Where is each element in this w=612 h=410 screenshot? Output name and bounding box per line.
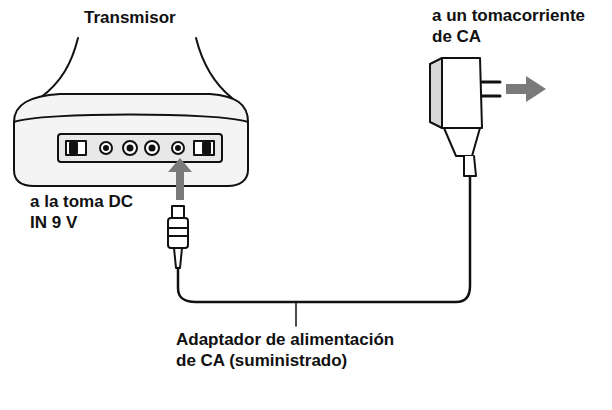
jack bbox=[123, 141, 137, 155]
jack-hole bbox=[150, 146, 155, 151]
switch bbox=[194, 141, 214, 155]
switch-lever bbox=[203, 143, 210, 153]
insert-arrow bbox=[168, 158, 192, 200]
dc-in-jack bbox=[172, 142, 184, 154]
switch-lever bbox=[70, 143, 77, 153]
jack-hole bbox=[176, 146, 180, 150]
plug-strain-relief bbox=[174, 248, 182, 268]
transmitter-label: Transmisor bbox=[84, 8, 224, 29]
stand-arm bbox=[196, 38, 232, 98]
jack bbox=[100, 142, 112, 154]
plug-body bbox=[168, 218, 188, 248]
adapter-prongs bbox=[482, 82, 500, 96]
plug-grip bbox=[168, 228, 188, 236]
adapter-cable bbox=[178, 176, 470, 302]
jack-hole bbox=[128, 146, 133, 151]
adapter-side bbox=[430, 58, 442, 128]
leader-line bbox=[295, 303, 297, 326]
switch bbox=[66, 141, 86, 155]
adapter-strain-relief bbox=[464, 156, 476, 176]
plug-tip bbox=[172, 206, 184, 218]
jack-hole bbox=[104, 146, 108, 150]
transmitter-edge bbox=[14, 115, 248, 123]
jack bbox=[145, 141, 159, 155]
adapter-neck bbox=[444, 128, 480, 156]
outlet-label: a un tomacorriente de CA bbox=[432, 6, 606, 47]
stand-arm bbox=[40, 38, 78, 98]
outlet-arrow bbox=[506, 76, 546, 102]
adapter-label: Adaptador de alimentación de CA (suminis… bbox=[176, 330, 416, 371]
back-panel bbox=[58, 134, 222, 162]
adapter-body bbox=[442, 58, 482, 128]
transmitter-base bbox=[14, 94, 248, 186]
dc-in-label: a la toma DC IN 9 V bbox=[30, 192, 152, 233]
